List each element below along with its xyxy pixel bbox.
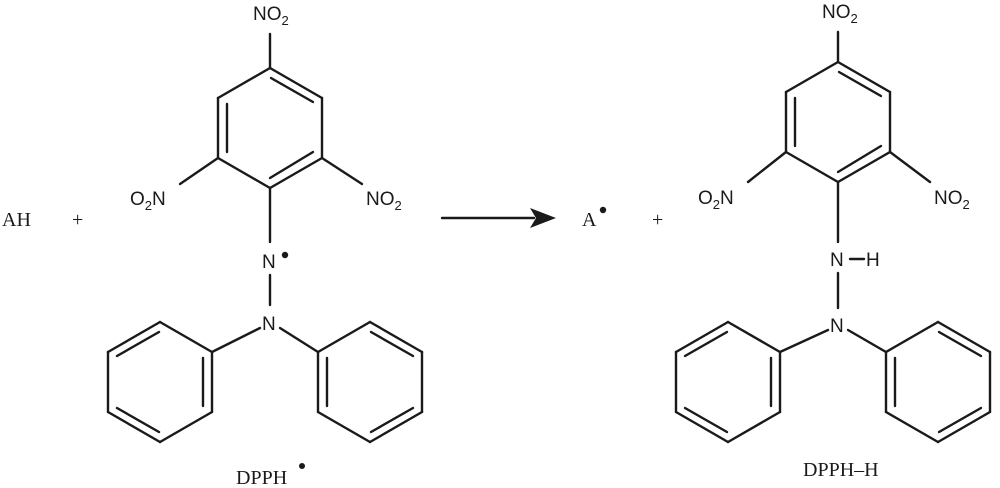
nitro-right-1: NO2: [366, 189, 402, 213]
phenyl-left-1: [106, 320, 214, 444]
dpph-h-label: DPPH–H: [803, 459, 879, 481]
reactant-ah: AH: [2, 209, 31, 231]
phenyl-right-2: [884, 320, 992, 444]
radical-nitrogen: N: [262, 252, 276, 273]
reaction-arrow: [440, 208, 556, 228]
radical-dot-1: [281, 251, 289, 259]
nitro-right-2: NO2: [934, 188, 970, 212]
product-radical-a: A: [582, 209, 597, 231]
plus-sign-1: +: [72, 209, 83, 231]
dpph-h-molecule: NO2 O2N NO2 N H N: [674, 2, 992, 481]
picryl-ring-1: [216, 66, 324, 190]
nitro-left-2: O2N: [698, 188, 734, 212]
phenyl-left-2: [674, 320, 782, 444]
dpph-radical-molecule: NO2 O2N NO2 N N: [106, 4, 424, 488]
radical-dot-a: [599, 206, 607, 214]
nitro-top-2: NO2: [822, 2, 858, 26]
phenyl-right-1: [316, 320, 424, 444]
amine-nitrogen-1: N: [262, 314, 276, 335]
nitro-top-1: NO2: [253, 4, 289, 28]
amine-nitrogen-2: N: [830, 316, 844, 337]
plus-sign-2: +: [652, 209, 663, 231]
nitro-left-1: O2N: [130, 189, 166, 213]
radical-dot-label: [299, 463, 305, 469]
nh-hydrogen: H: [866, 250, 880, 271]
dpph-radical-label: DPPH: [236, 467, 287, 488]
nh-nitrogen: N: [830, 250, 844, 271]
picryl-ring-2: [784, 60, 892, 184]
